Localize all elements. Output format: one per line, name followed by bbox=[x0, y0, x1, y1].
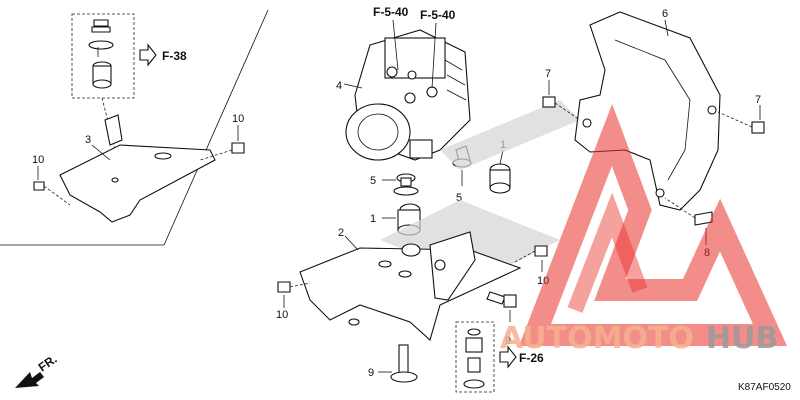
label-part-4: 4 bbox=[336, 80, 342, 92]
ref-fr: FR. bbox=[36, 352, 60, 375]
label-part-7b: 7 bbox=[755, 94, 761, 106]
watermark-text-gray: HUB bbox=[706, 321, 778, 356]
label-part-9b: 9 bbox=[368, 367, 374, 379]
drawing-code: K87AF0520 bbox=[738, 382, 791, 393]
watermark-logo: AUTOMOTO HUB bbox=[500, 103, 788, 356]
bolt-part-9b: 9 bbox=[368, 344, 418, 383]
label-part-5a: 5 bbox=[370, 175, 376, 187]
bracket-part-2: 2 bbox=[299, 227, 522, 341]
bracket-part-3: 3 bbox=[59, 114, 216, 223]
label-part-9a: 9 bbox=[505, 335, 511, 347]
front-direction-arrow: FR. bbox=[15, 352, 60, 388]
bolt-part-7a: 7 bbox=[542, 68, 581, 121]
inset-frame bbox=[0, 9, 269, 246]
ref-f540: F-5-40 F-5-40 bbox=[373, 5, 456, 89]
label-part-1b: 1 bbox=[370, 213, 376, 225]
ref-f26: F-26 bbox=[519, 351, 544, 365]
label-part-10c: 10 bbox=[276, 309, 288, 321]
cover-part-6: 6 bbox=[574, 8, 721, 211]
ref-f38: F-38 bbox=[162, 49, 187, 63]
label-part-10b: 10 bbox=[232, 113, 244, 125]
bolt-part-9a: 9 bbox=[486, 291, 517, 347]
ref-arrow-f38: F-38 bbox=[139, 43, 187, 67]
label-part-6: 6 bbox=[662, 8, 668, 20]
bolt-10-lower-left: 10 bbox=[276, 281, 311, 321]
ref-f540-a: F-5-40 bbox=[373, 5, 409, 19]
abs-modulator-part-4: 4 bbox=[336, 29, 471, 161]
bolt-10-right-inset: 10 bbox=[199, 113, 245, 161]
grommet-set-box bbox=[71, 13, 135, 161]
label-part-5b: 5 bbox=[456, 192, 462, 204]
watermark-text-colored: AUTOMOTO bbox=[500, 321, 694, 356]
bolt-part-7b: 7 bbox=[717, 94, 765, 134]
label-part-7a: 7 bbox=[545, 68, 551, 80]
collar-part-5a: 5 bbox=[370, 173, 419, 196]
label-part-3: 3 bbox=[85, 134, 91, 146]
grommet-set-box-lower: F-26 bbox=[455, 321, 544, 393]
label-part-10a: 10 bbox=[32, 154, 44, 166]
label-part-2: 2 bbox=[338, 227, 344, 239]
ref-f540-b: F-5-40 bbox=[420, 8, 456, 22]
bolt-10-left: 10 bbox=[32, 154, 71, 206]
